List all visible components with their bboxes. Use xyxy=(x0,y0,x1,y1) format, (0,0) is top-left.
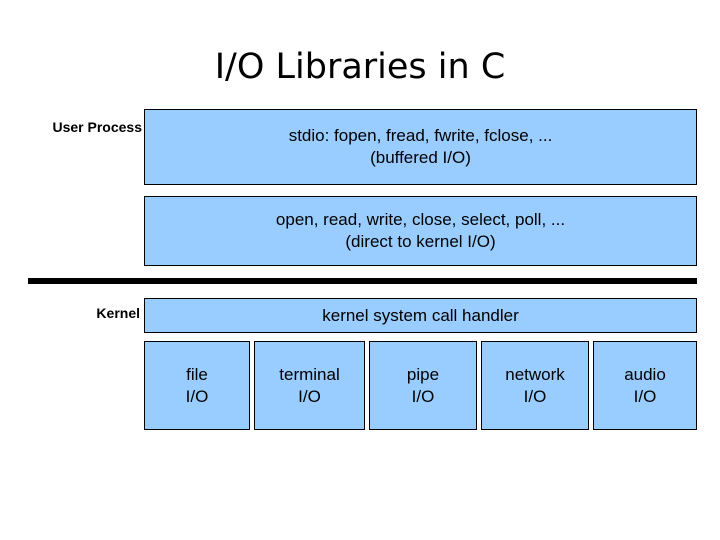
driver-row: file I/O terminal I/O pipe I/O network I… xyxy=(144,341,697,430)
driver-box-pipe: pipe I/O xyxy=(369,341,477,430)
page-title: I/O Libraries in C xyxy=(214,47,506,87)
kernel-label: Kernel xyxy=(96,305,140,321)
driver-box-terminal-line2: I/O xyxy=(298,386,321,406)
driver-box-file-line2: I/O xyxy=(185,386,209,406)
driver-box-audio: audio I/O xyxy=(593,341,697,430)
user-process-label: User Process xyxy=(52,119,142,135)
user-kernel-divider xyxy=(28,278,697,284)
driver-box-audio-line1: audio xyxy=(624,364,666,384)
driver-box-pipe-line1: pipe xyxy=(406,364,440,384)
driver-box-terminal: terminal I/O xyxy=(254,341,365,430)
driver-box-network-line1: network xyxy=(505,364,565,384)
driver-box-pipe-line2: I/O xyxy=(411,386,435,406)
layer-box-syscalls-line2: (direct to kernel I/O) xyxy=(345,232,496,251)
layer-box-stdio: stdio: fopen, fread, fwrite, fclose, ...… xyxy=(144,109,697,185)
layer-box-syscalls: open, read, write, close, select, poll, … xyxy=(144,196,697,266)
driver-box-terminal-line1: terminal xyxy=(279,364,340,384)
layer-box-stdio-line2: (buffered I/O) xyxy=(370,148,471,167)
driver-box-file-line1: file xyxy=(186,364,208,384)
driver-box-network: network I/O xyxy=(481,341,589,430)
layer-box-stdio-line1: stdio: fopen, fread, fwrite, fclose, ... xyxy=(288,126,553,145)
driver-box-file: file I/O xyxy=(144,341,250,430)
layer-box-syscall-handler: kernel system call handler xyxy=(144,298,697,333)
layer-box-syscalls-line1: open, read, write, close, select, poll, … xyxy=(275,210,566,229)
layer-box-syscall-handler-line1: kernel system call handler xyxy=(322,305,519,325)
driver-box-audio-line2: I/O xyxy=(633,386,657,406)
driver-box-network-line2: I/O xyxy=(523,386,547,406)
